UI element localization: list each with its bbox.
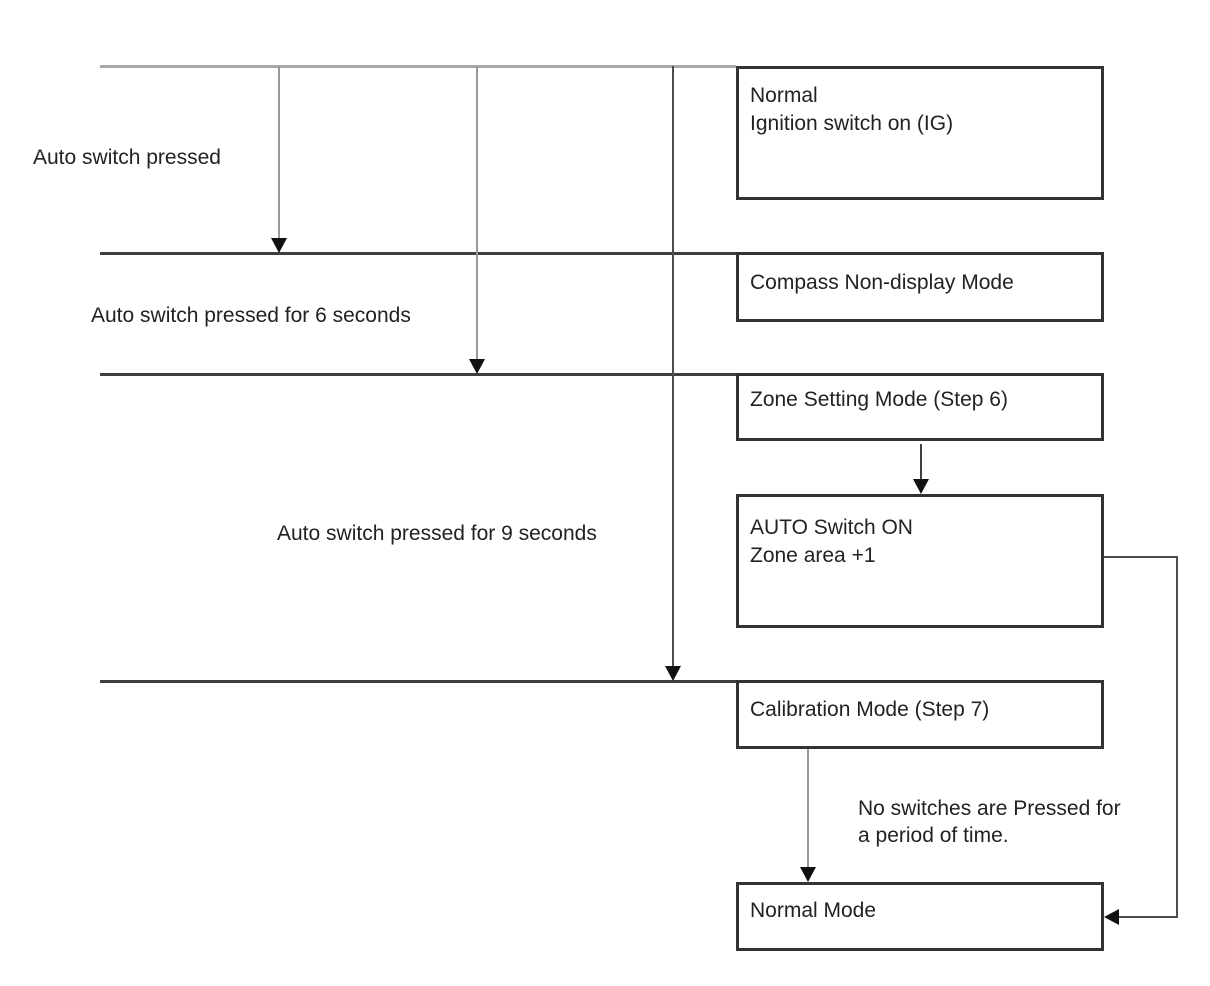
- node-label: Zone area +1: [750, 544, 876, 567]
- edge-label-auto-switch-pressed-9s: Auto switch pressed for 9 seconds: [277, 522, 597, 545]
- arrow-zone-to-auto-line: [920, 444, 922, 480]
- arrow-auto-pressed-line: [278, 66, 280, 238]
- node-calibration-mode: Calibration Mode (Step 7): [736, 680, 1104, 749]
- node-label: Calibration Mode (Step 7): [750, 698, 990, 721]
- node-auto-switch-on: AUTO Switch ON Zone area +1: [736, 494, 1104, 628]
- level-line-normal: [100, 65, 736, 68]
- edge-label-line: a period of time.: [858, 824, 1009, 847]
- arrowhead-down-icon: [800, 867, 816, 882]
- return-connector-bottom: [1119, 916, 1178, 918]
- node-label: Zone Setting Mode (Step 6): [750, 388, 1008, 411]
- node-label: Ignition switch on (IG): [750, 112, 954, 135]
- arrowhead-left-icon: [1104, 909, 1119, 925]
- node-normal-mode: Normal Mode: [736, 882, 1104, 951]
- level-line-calibration: [100, 680, 736, 683]
- node-compass-non-display-mode: Compass Non-display Mode: [736, 252, 1104, 322]
- node-normal-ignition: Normal Ignition switch on (IG): [736, 66, 1104, 200]
- node-zone-setting-mode: Zone Setting Mode (Step 6): [736, 373, 1104, 441]
- node-label: AUTO Switch ON: [750, 516, 913, 539]
- arrow-auto-pressed-6s-line: [476, 66, 478, 359]
- return-connector-top: [1104, 556, 1178, 558]
- arrowhead-down-icon: [665, 666, 681, 681]
- arrowhead-down-icon: [469, 359, 485, 374]
- edge-label-no-switches-pressed: No switches are Pressed for a period of …: [858, 795, 1121, 849]
- edge-label-auto-switch-pressed-6s: Auto switch pressed for 6 seconds: [91, 304, 411, 327]
- edge-label-auto-switch-pressed: Auto switch pressed: [33, 146, 221, 169]
- arrowhead-down-icon: [271, 238, 287, 253]
- edge-label-line: No switches are Pressed for: [858, 797, 1121, 820]
- arrowhead-down-icon: [913, 479, 929, 494]
- arrow-calibration-to-normal-line: [807, 749, 809, 867]
- return-connector-vertical: [1176, 556, 1178, 918]
- node-label: Normal Mode: [750, 899, 877, 922]
- arrow-auto-pressed-9s-line: [672, 66, 674, 666]
- node-label: Normal: [750, 84, 818, 107]
- level-line-zone-setting: [100, 373, 736, 376]
- level-line-compass-non-display: [100, 252, 736, 255]
- node-label: Compass Non-display Mode: [750, 271, 1014, 294]
